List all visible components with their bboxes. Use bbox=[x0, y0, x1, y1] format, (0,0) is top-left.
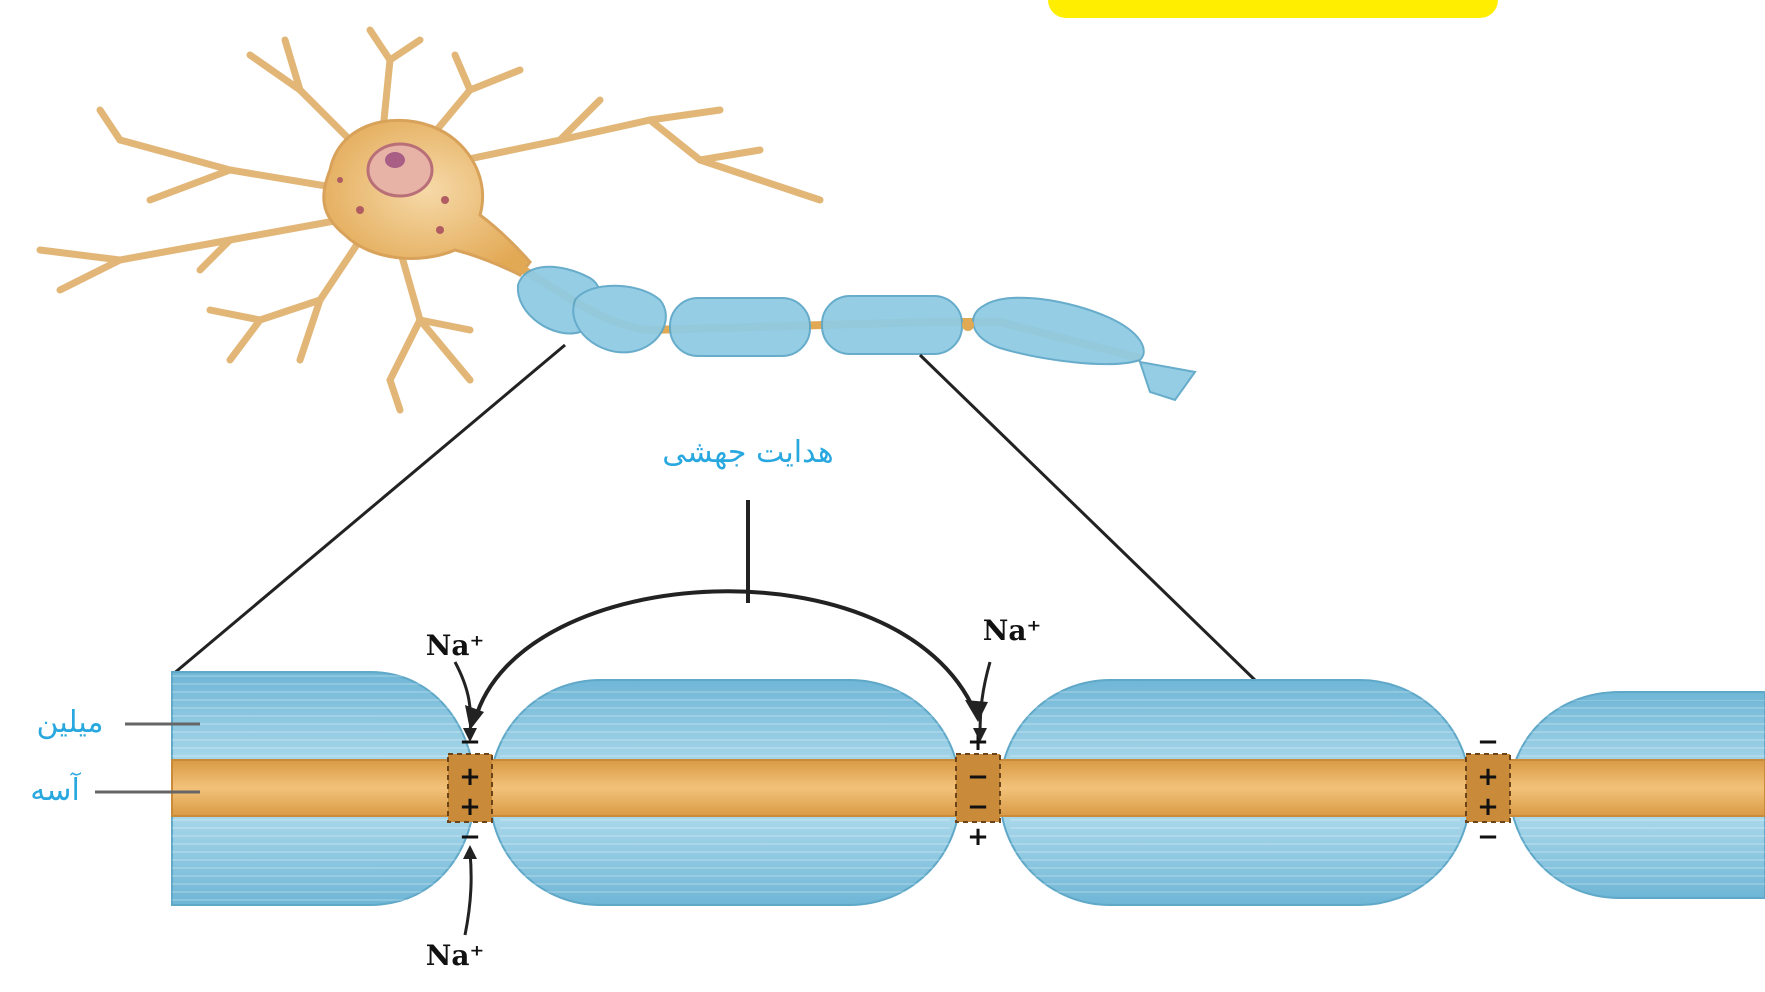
myelin-segments-small bbox=[518, 267, 1195, 400]
node-1-inner-sign-1: + bbox=[459, 762, 481, 792]
node-2-inner-sign-1: − bbox=[967, 762, 989, 792]
nucleus bbox=[368, 144, 432, 196]
node-3-outer-bottom-sign: − bbox=[1477, 822, 1499, 852]
node-3-outer-top-sign: − bbox=[1477, 727, 1499, 757]
axon-label: آسه bbox=[30, 772, 81, 808]
nucleolus bbox=[385, 152, 405, 168]
myelin-label: میلین bbox=[37, 705, 104, 740]
zoom-line-left bbox=[172, 345, 565, 675]
saltatory-conduction-label: هدایت جهشی bbox=[662, 435, 833, 470]
na-label-bottom: Na⁺ bbox=[426, 939, 485, 972]
na-label-top-left: Na⁺ bbox=[426, 629, 485, 662]
na-arrow-top-right bbox=[980, 662, 990, 735]
node-3-inner-sign-1: + bbox=[1477, 762, 1499, 792]
zoom-line-right bbox=[920, 355, 1258, 683]
node-2-outer-bottom-sign: + bbox=[967, 822, 989, 852]
na-label-top-right: Na⁺ bbox=[983, 614, 1042, 647]
axon-enlarged: − + + − + − − + − + + − bbox=[95, 500, 1765, 935]
saltatory-arc-arrowhead-right bbox=[965, 700, 988, 722]
node-3-inner-sign-2: + bbox=[1477, 792, 1499, 822]
node-2-inner-sign-2: − bbox=[967, 792, 989, 822]
highlight-box bbox=[1048, 0, 1498, 18]
node-1-inner-sign-2: + bbox=[459, 792, 481, 822]
neuron-illustration bbox=[40, 30, 1195, 410]
